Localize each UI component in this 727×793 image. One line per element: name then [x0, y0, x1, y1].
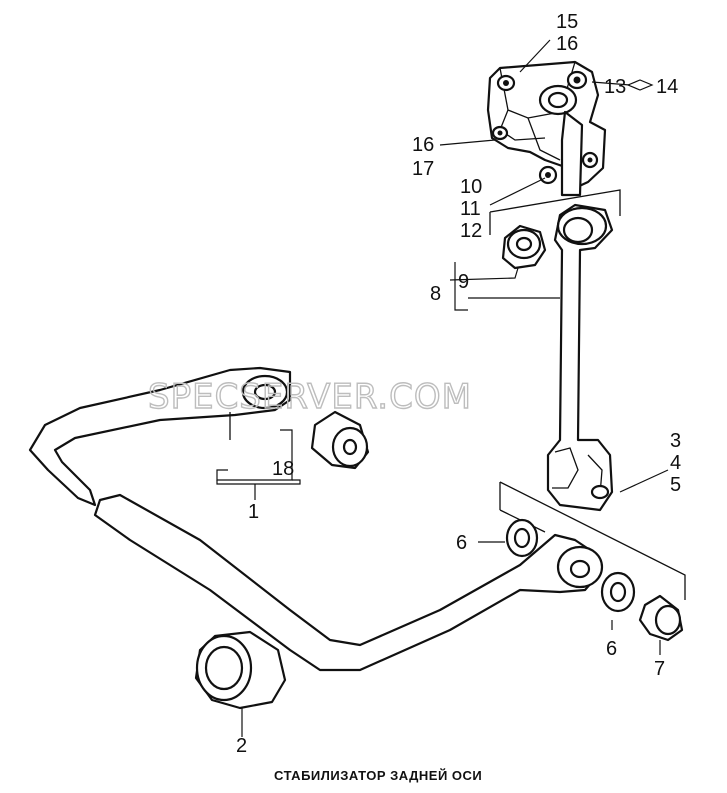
callout-15: 15 [556, 11, 578, 33]
callout-12: 12 [460, 220, 482, 242]
mounting-bracket [486, 60, 607, 197]
bushing-2 [194, 630, 287, 710]
callout-14: 14 [656, 76, 678, 98]
callout-6-right: 6 [606, 638, 617, 660]
figure-caption: СТАБИЛИЗАТОР ЗАДНЕЙ ОСИ [274, 768, 482, 783]
callout-11: 11 [460, 198, 481, 220]
callout-1: 1 [248, 501, 259, 523]
callout-2: 2 [236, 735, 247, 757]
upper-link-bushing [501, 224, 547, 270]
bolt-3-4-5 [590, 484, 610, 500]
bushing-6-left [505, 518, 539, 558]
callout-13: 13 [604, 76, 626, 98]
bushing-18 [310, 410, 370, 470]
leader-lines [216, 39, 669, 737]
stabilizer-bar [28, 366, 604, 672]
bushing-6-right [600, 571, 636, 613]
watermark-text: SPECSERVER.COM [148, 377, 472, 417]
callout-4: 4 [670, 452, 681, 474]
callout-10: 10 [460, 176, 482, 198]
callout-16-top: 16 [556, 33, 578, 55]
callout-7: 7 [654, 658, 665, 680]
callout-8: 8 [430, 283, 441, 305]
callout-5: 5 [670, 474, 681, 496]
vertical-link [546, 203, 614, 512]
upper-box-frame [489, 189, 621, 235]
callout-labels: 15 16 13 14 16 17 10 11 12 9 8 3 4 5 18 … [236, 11, 681, 757]
callout-3: 3 [670, 430, 681, 452]
callout-17: 17 [412, 158, 434, 180]
bushing-7 [638, 594, 684, 642]
callout-9: 9 [458, 271, 469, 293]
callout-18: 18 [272, 458, 294, 480]
callout-16-mid: 16 [412, 134, 434, 156]
callout-6-left: 6 [456, 532, 467, 554]
